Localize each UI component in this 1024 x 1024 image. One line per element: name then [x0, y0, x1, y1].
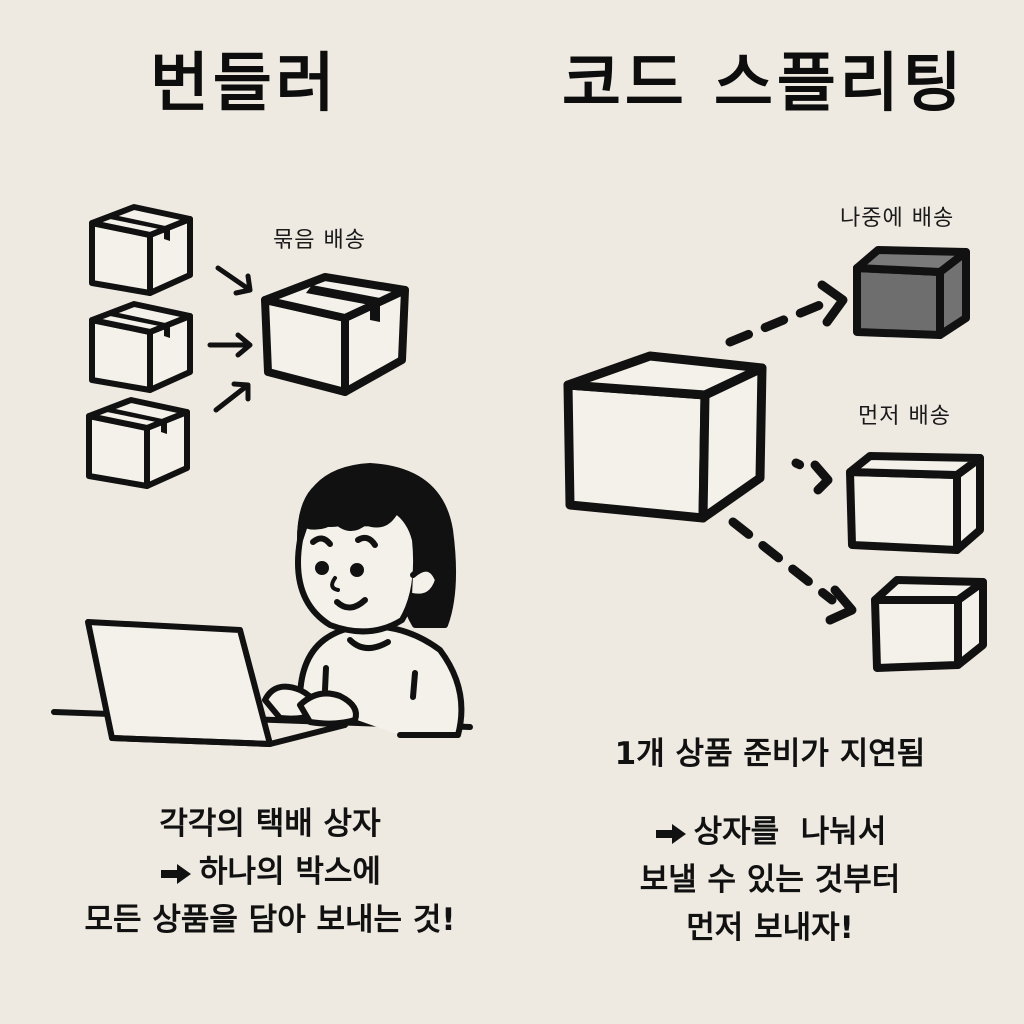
large-cube-icon	[563, 351, 767, 523]
bundler-caption-line2-wrap: 하나의 박스에	[40, 848, 500, 896]
code-splitting-caption-line3: 보낼 수 있는 것부터	[639, 862, 901, 898]
bundler-title: 번들러	[150, 47, 339, 121]
arrow-icon	[207, 265, 253, 413]
code-splitting-caption-line4: 먼저 보내자!	[686, 910, 854, 946]
white-cube-icon	[846, 452, 984, 554]
code-splitting-caption: 상자를 나눠서 보낼 수 있는 것부터 먼저 보내자!	[560, 808, 980, 952]
bundler-caption-line1: 각각의 택배 상자	[159, 806, 381, 842]
dashed-arrow-icon	[725, 280, 857, 625]
first-delivery-label: 먼저 배송	[858, 404, 951, 429]
later-delivery-label: 나중에 배송	[840, 206, 955, 231]
large-box-icon	[261, 273, 409, 396]
right-arrow-icon	[161, 863, 192, 884]
code-splitting-title: 코드 스플리팅	[562, 47, 966, 121]
bundler-caption-line3: 모든 상품을 담아 보내는 것!	[84, 902, 456, 938]
small-box-icon	[89, 400, 187, 486]
code-splitting-caption-line2-wrap: 상자를 나눠서	[560, 808, 980, 856]
bundler-caption: 각각의 택배 상자 하나의 박스에 모든 상품을 담아 보내는 것!	[40, 800, 500, 944]
code-splitting-delay-note: 1개 상품 준비가 지연됨	[614, 736, 926, 772]
gray-cube-icon	[853, 246, 970, 339]
bundle-delivery-label: 묶음 배송	[273, 228, 366, 253]
code-splitting-caption-line2: 상자를 나눠서	[693, 814, 887, 850]
small-box-icon	[92, 304, 190, 390]
right-arrow-icon	[655, 823, 686, 844]
bundler-caption-line2: 하나의 박스에	[199, 854, 381, 890]
person-at-laptop-illustration	[51, 463, 473, 747]
white-cube-icon	[871, 576, 987, 672]
small-box-icon	[92, 207, 190, 293]
